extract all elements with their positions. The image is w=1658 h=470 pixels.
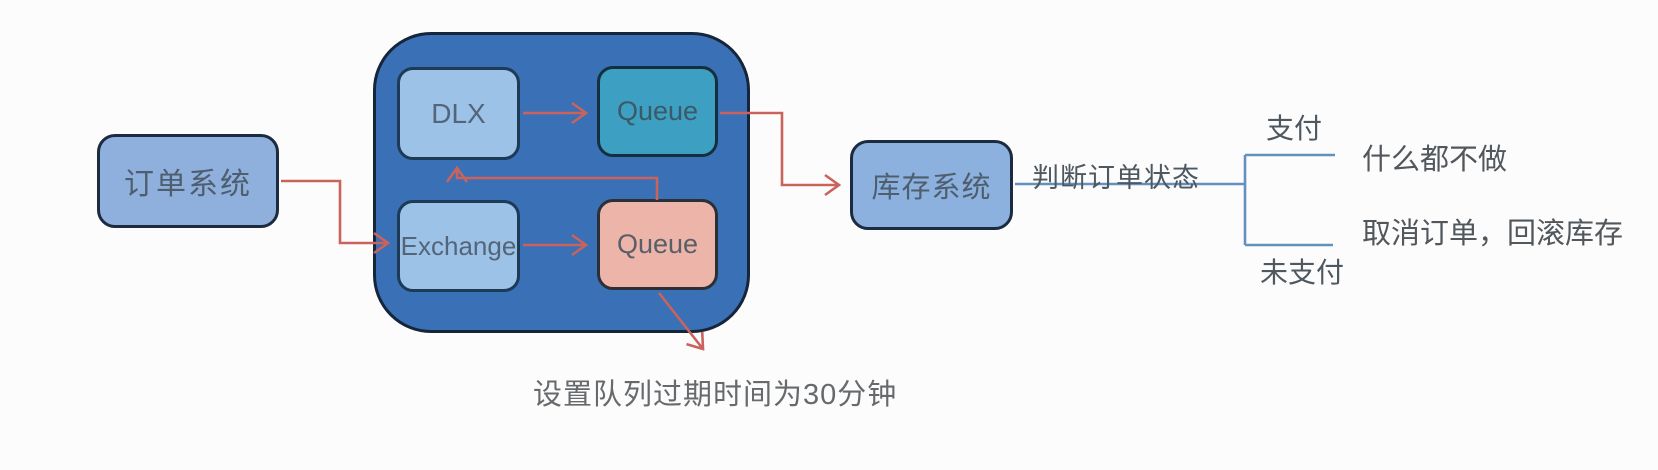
node-dead-letter-queue: Queue — [597, 66, 718, 157]
inventory-system-label: 库存系统 — [871, 172, 992, 204]
dead-letter-queue-label: Queue — [616, 96, 699, 126]
dlx-label: DLX — [431, 97, 486, 129]
node-dlx: DLX — [397, 67, 520, 160]
ttl-queue-label: Queue — [616, 229, 699, 259]
order-system-label: 订单系统 — [124, 168, 252, 201]
paid-branch-label: 支付 — [1266, 113, 1323, 144]
unpaid-branch-label: 未支付 — [1260, 257, 1345, 288]
node-ttl-queue: Queue — [597, 199, 718, 290]
arrow-order-to-exchange — [281, 179, 391, 255]
exchange-label: Exchange — [400, 230, 517, 261]
node-order-system: 订单系统 — [97, 134, 279, 228]
cancel-rollback-outcome-label: 取消订单，回滚库存 — [1362, 218, 1624, 250]
queue-ttl-note-label: 设置队列过期时间为30分钟 — [533, 379, 898, 411]
judge-order-status-label: 判断订单状态 — [1032, 163, 1200, 193]
do-nothing-outcome-label: 什么都不做 — [1362, 144, 1508, 176]
node-inventory-system: 库存系统 — [850, 140, 1013, 230]
node-exchange: Exchange — [397, 200, 520, 292]
